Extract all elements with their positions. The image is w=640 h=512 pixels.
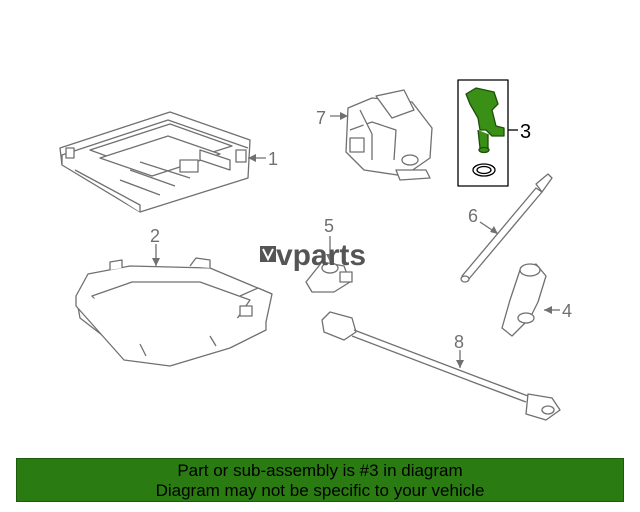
part-8-harness: [321, 311, 561, 421]
part-7-pump-assembly: [330, 89, 433, 181]
arrow-1: [248, 154, 256, 162]
arrow-7: [340, 112, 348, 120]
watermark-logo: vparts: [260, 239, 366, 272]
part-3-camshaft-sensor: [465, 87, 505, 154]
callout-8: 8: [454, 332, 464, 352]
callout-3: 3: [520, 121, 531, 143]
callout-7: 7: [316, 108, 326, 128]
part-3-o-ring: [472, 163, 496, 177]
callout-2: 2: [150, 226, 160, 246]
arrow-2: [152, 258, 160, 266]
part-2-bracket: [75, 244, 273, 367]
arrow-5: [326, 254, 334, 262]
part-4-sensor: [501, 263, 560, 337]
arrow-8: [456, 360, 464, 368]
arrow-6: [490, 226, 498, 234]
part-6-probe: [460, 173, 553, 283]
watermark-text: vparts: [276, 239, 366, 272]
banner-line-2: Diagram may not be specific to your vehi…: [155, 481, 485, 500]
callout-4: 4: [562, 301, 572, 321]
callout-6: 6: [468, 206, 478, 226]
info-banner: Part or sub-assembly is #3 in diagram Di…: [16, 458, 624, 502]
banner-line-1: Part or sub-assembly is #3 in diagram: [177, 461, 463, 480]
part-1-control-module: [59, 111, 266, 213]
callout-1: 1: [268, 149, 278, 169]
callout-5: 5: [324, 216, 334, 236]
arrow-4: [544, 306, 552, 314]
